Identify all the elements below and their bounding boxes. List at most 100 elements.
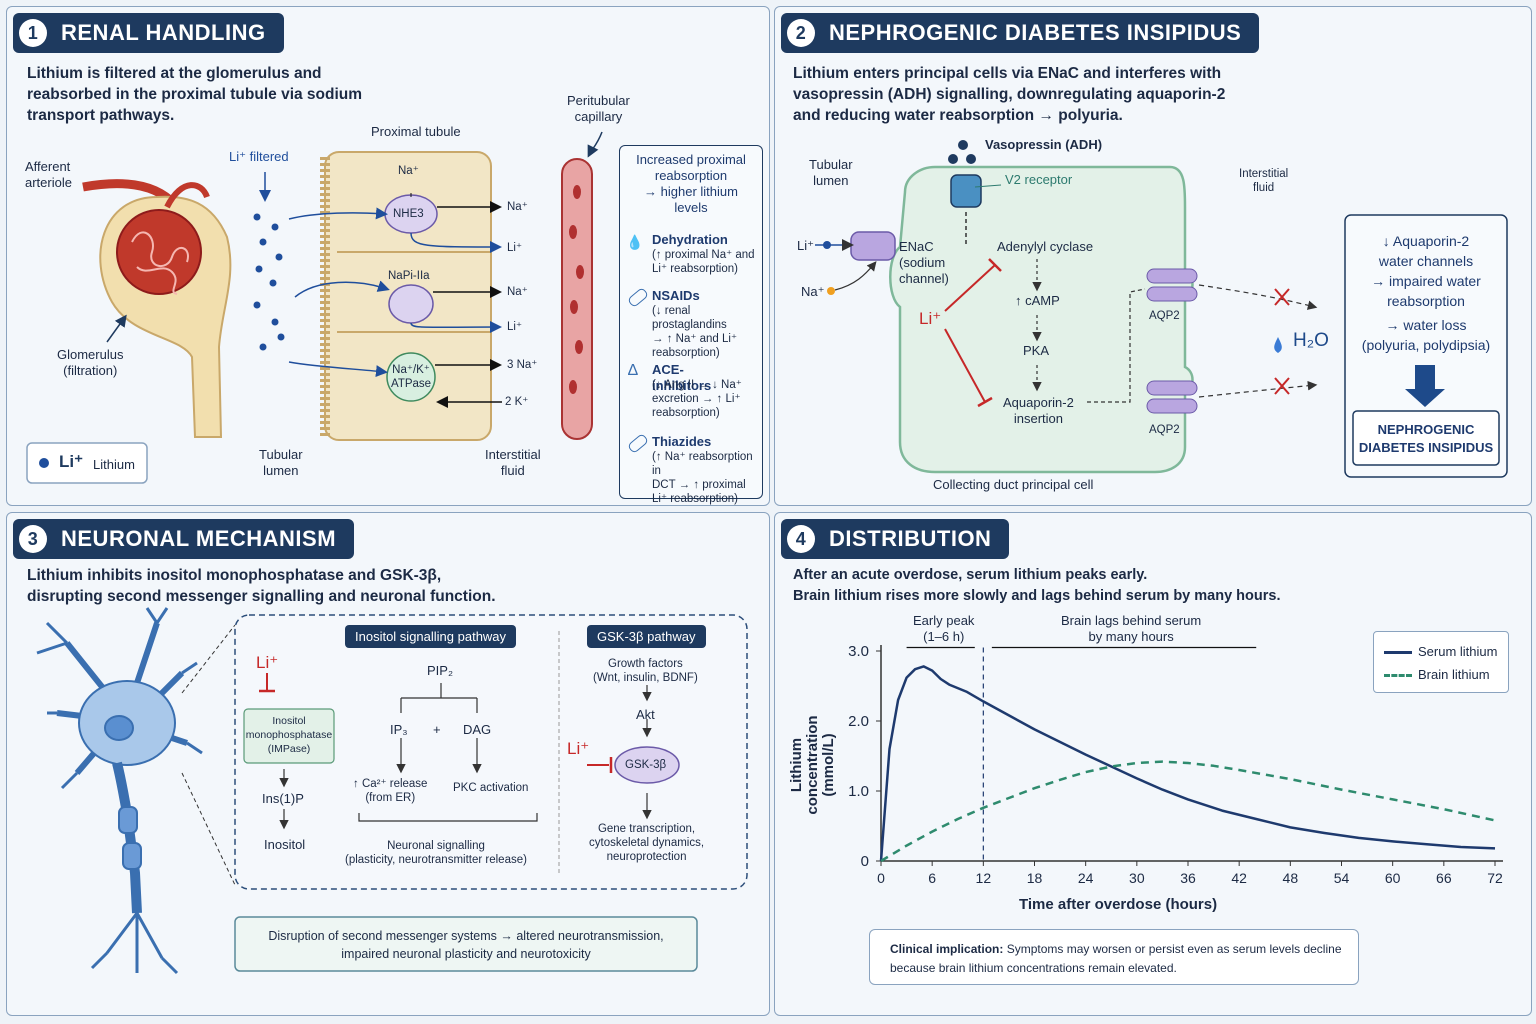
vasopressin-molecules — [948, 140, 976, 164]
arrow-glomerulus — [106, 314, 127, 343]
interstitial-label: Interstitial fluid — [1239, 168, 1289, 194]
y-tick-label: 0 — [861, 853, 869, 870]
aqp-insertion-label: Aquaporin-2 insertion — [1003, 395, 1074, 426]
x-tick-label: 30 — [1129, 870, 1145, 886]
y-tick-label: 2.0 — [848, 713, 869, 730]
legend-text: Lithium — [93, 457, 135, 472]
down-arrow-icon — [1405, 365, 1445, 407]
ip3-label: IP₃ — [390, 722, 408, 737]
renal-diagram — [26, 131, 603, 484]
pka-label: PKA — [1023, 343, 1050, 358]
lag-label: Brain lags behind serum by many hours — [1061, 613, 1202, 644]
li-out2-label: Li⁺ — [507, 321, 523, 333]
lithium-dots — [253, 213, 285, 351]
vasopressin-label: Vasopressin (ADH) — [985, 137, 1103, 152]
inositol-pathway-tag: Inositol signalling pathway — [345, 625, 517, 648]
clinical-box: Clinical implication: Symptoms may worse… — [869, 929, 1359, 985]
aqp2-channel-bottom — [1146, 380, 1198, 414]
li-filtered-label: Li⁺ filtered — [229, 149, 289, 164]
x-axis-label: Time after overdose (hours) — [1019, 896, 1218, 913]
x-tick-label: 54 — [1334, 870, 1350, 886]
enac-label: ENaC (sodium channel) — [899, 239, 949, 286]
ins1p-label: Ins(1)P — [262, 791, 304, 806]
na-out1-label: Na⁺ — [507, 201, 528, 213]
panel-number: 4 — [787, 525, 815, 553]
adenylyl-label: Adenylyl cyclase — [997, 239, 1094, 254]
li-label-1: Li⁺ — [256, 653, 279, 672]
pip2-label: PIP₂ — [427, 663, 453, 678]
x-tick-label: 6 — [928, 870, 936, 886]
y-axis-label: Lithium concentration (mmol/L) — [788, 715, 837, 815]
interstitial-label: Interstitial fluid — [485, 447, 541, 478]
ndi-final-box — [1352, 410, 1500, 466]
na-out2-label: Na⁺ — [507, 286, 528, 298]
proximal-tubule-label: Proximal tubule — [371, 124, 461, 139]
tubular-lumen-label: Tubular lumen — [259, 447, 303, 478]
factor-name: NSAIDs — [652, 288, 700, 303]
result-text: ↓ Aquaporin-2 water channels → impaired … — [1371, 233, 1481, 309]
li-label-2: Li⁺ — [567, 739, 590, 758]
h2o-label: H₂O — [1293, 330, 1329, 351]
x-tick-label: 72 — [1487, 870, 1503, 886]
brain-legend-label: Brain lithium — [1418, 667, 1490, 682]
ndi-final-label: NEPHROGENIC DIABETES INSIPIDUS — [1358, 422, 1494, 455]
y-tick-label: 3.0 — [848, 643, 869, 660]
neuron-icon — [36, 607, 203, 975]
neuronal-signalling-label: Neuronal signalling (plasticity, neurotr… — [345, 840, 527, 866]
clinical-detail: Symptoms may worsen or persist even as s… — [890, 942, 1342, 975]
panel-title-text: NEURONAL MECHANISM — [61, 526, 337, 551]
drop-icon: 💧 — [626, 234, 644, 250]
neuronal-diagram — [36, 607, 748, 975]
serum-lithium-line — [879, 665, 1496, 862]
gsk3b-node — [614, 746, 680, 784]
panel-title-text: DISTRIBUTION — [829, 526, 992, 551]
aqp2-channel-top — [1146, 268, 1198, 302]
factor-detail: (↑ Na⁺ reabsorption in DCT → ↑ proximal … — [652, 451, 753, 505]
x-tick-label: 0 — [877, 870, 885, 886]
panel-intro: Lithium inhibits inositol monophosphatas… — [27, 567, 496, 605]
panel-number: 1 — [19, 19, 47, 47]
pill-icon — [626, 432, 650, 455]
enac-channel — [850, 231, 896, 261]
serum-legend-swatch — [1384, 651, 1412, 654]
block-x-icon — [1274, 377, 1290, 395]
impase-label: Inositol monophosphatase (IMPase) — [245, 715, 333, 755]
v2-receptor — [950, 174, 982, 208]
clinical-bold: Clinical implication: — [890, 942, 1004, 956]
legend-dot-icon — [39, 458, 49, 468]
y-tick-label: 1.0 — [848, 783, 869, 800]
result-text-2: → water loss (polyuria, polydipsia) — [1361, 317, 1491, 353]
akt-label: Akt — [636, 707, 655, 722]
pill-icon — [626, 286, 650, 309]
ndi-diagram — [815, 140, 1508, 478]
glomerulus-icon — [116, 209, 202, 295]
factor-name: Dehydration — [652, 232, 728, 247]
factor-name: Thiazides — [652, 434, 712, 449]
li-label: Li⁺ — [797, 238, 814, 253]
k2-label: 2 K⁺ — [505, 396, 529, 408]
chart-legend: Serum lithium Brain lithium — [1373, 631, 1509, 693]
peritubular-label: Peritubular capillary — [567, 93, 630, 124]
x-tick-label: 24 — [1078, 870, 1094, 886]
impase-box — [243, 708, 335, 764]
na-label: Na⁺ — [801, 284, 825, 299]
panel-title-text: NEPHROGENIC DIABETES INSIPIDUS — [829, 20, 1242, 45]
aqp2-top-label: AQP2 — [1149, 310, 1180, 322]
dag-label: DAG — [463, 722, 492, 737]
x-tick-label: 18 — [1027, 870, 1043, 886]
x-tick-label: 60 — [1385, 870, 1401, 886]
panel-intro: Lithium enters principal cells via ENaC … — [793, 65, 1226, 124]
x-tick-label: 12 — [976, 870, 992, 886]
napi-transporter — [388, 284, 434, 324]
li-inhibitor-label: Li⁺ — [919, 309, 942, 328]
disruption-label: Disruption of second messenger systems →… — [268, 929, 664, 961]
ca-release-label: ↑ Ca²⁺ release (from ER) — [353, 778, 428, 804]
factor-detail: (↓ Ang II → ↓ Na⁺ excretion → ↑ Li⁺ reab… — [652, 379, 742, 419]
gene-transcription-label: Gene transcription, cytoskeletal dynamic… — [589, 823, 705, 863]
x-tick-label: 36 — [1180, 870, 1196, 886]
